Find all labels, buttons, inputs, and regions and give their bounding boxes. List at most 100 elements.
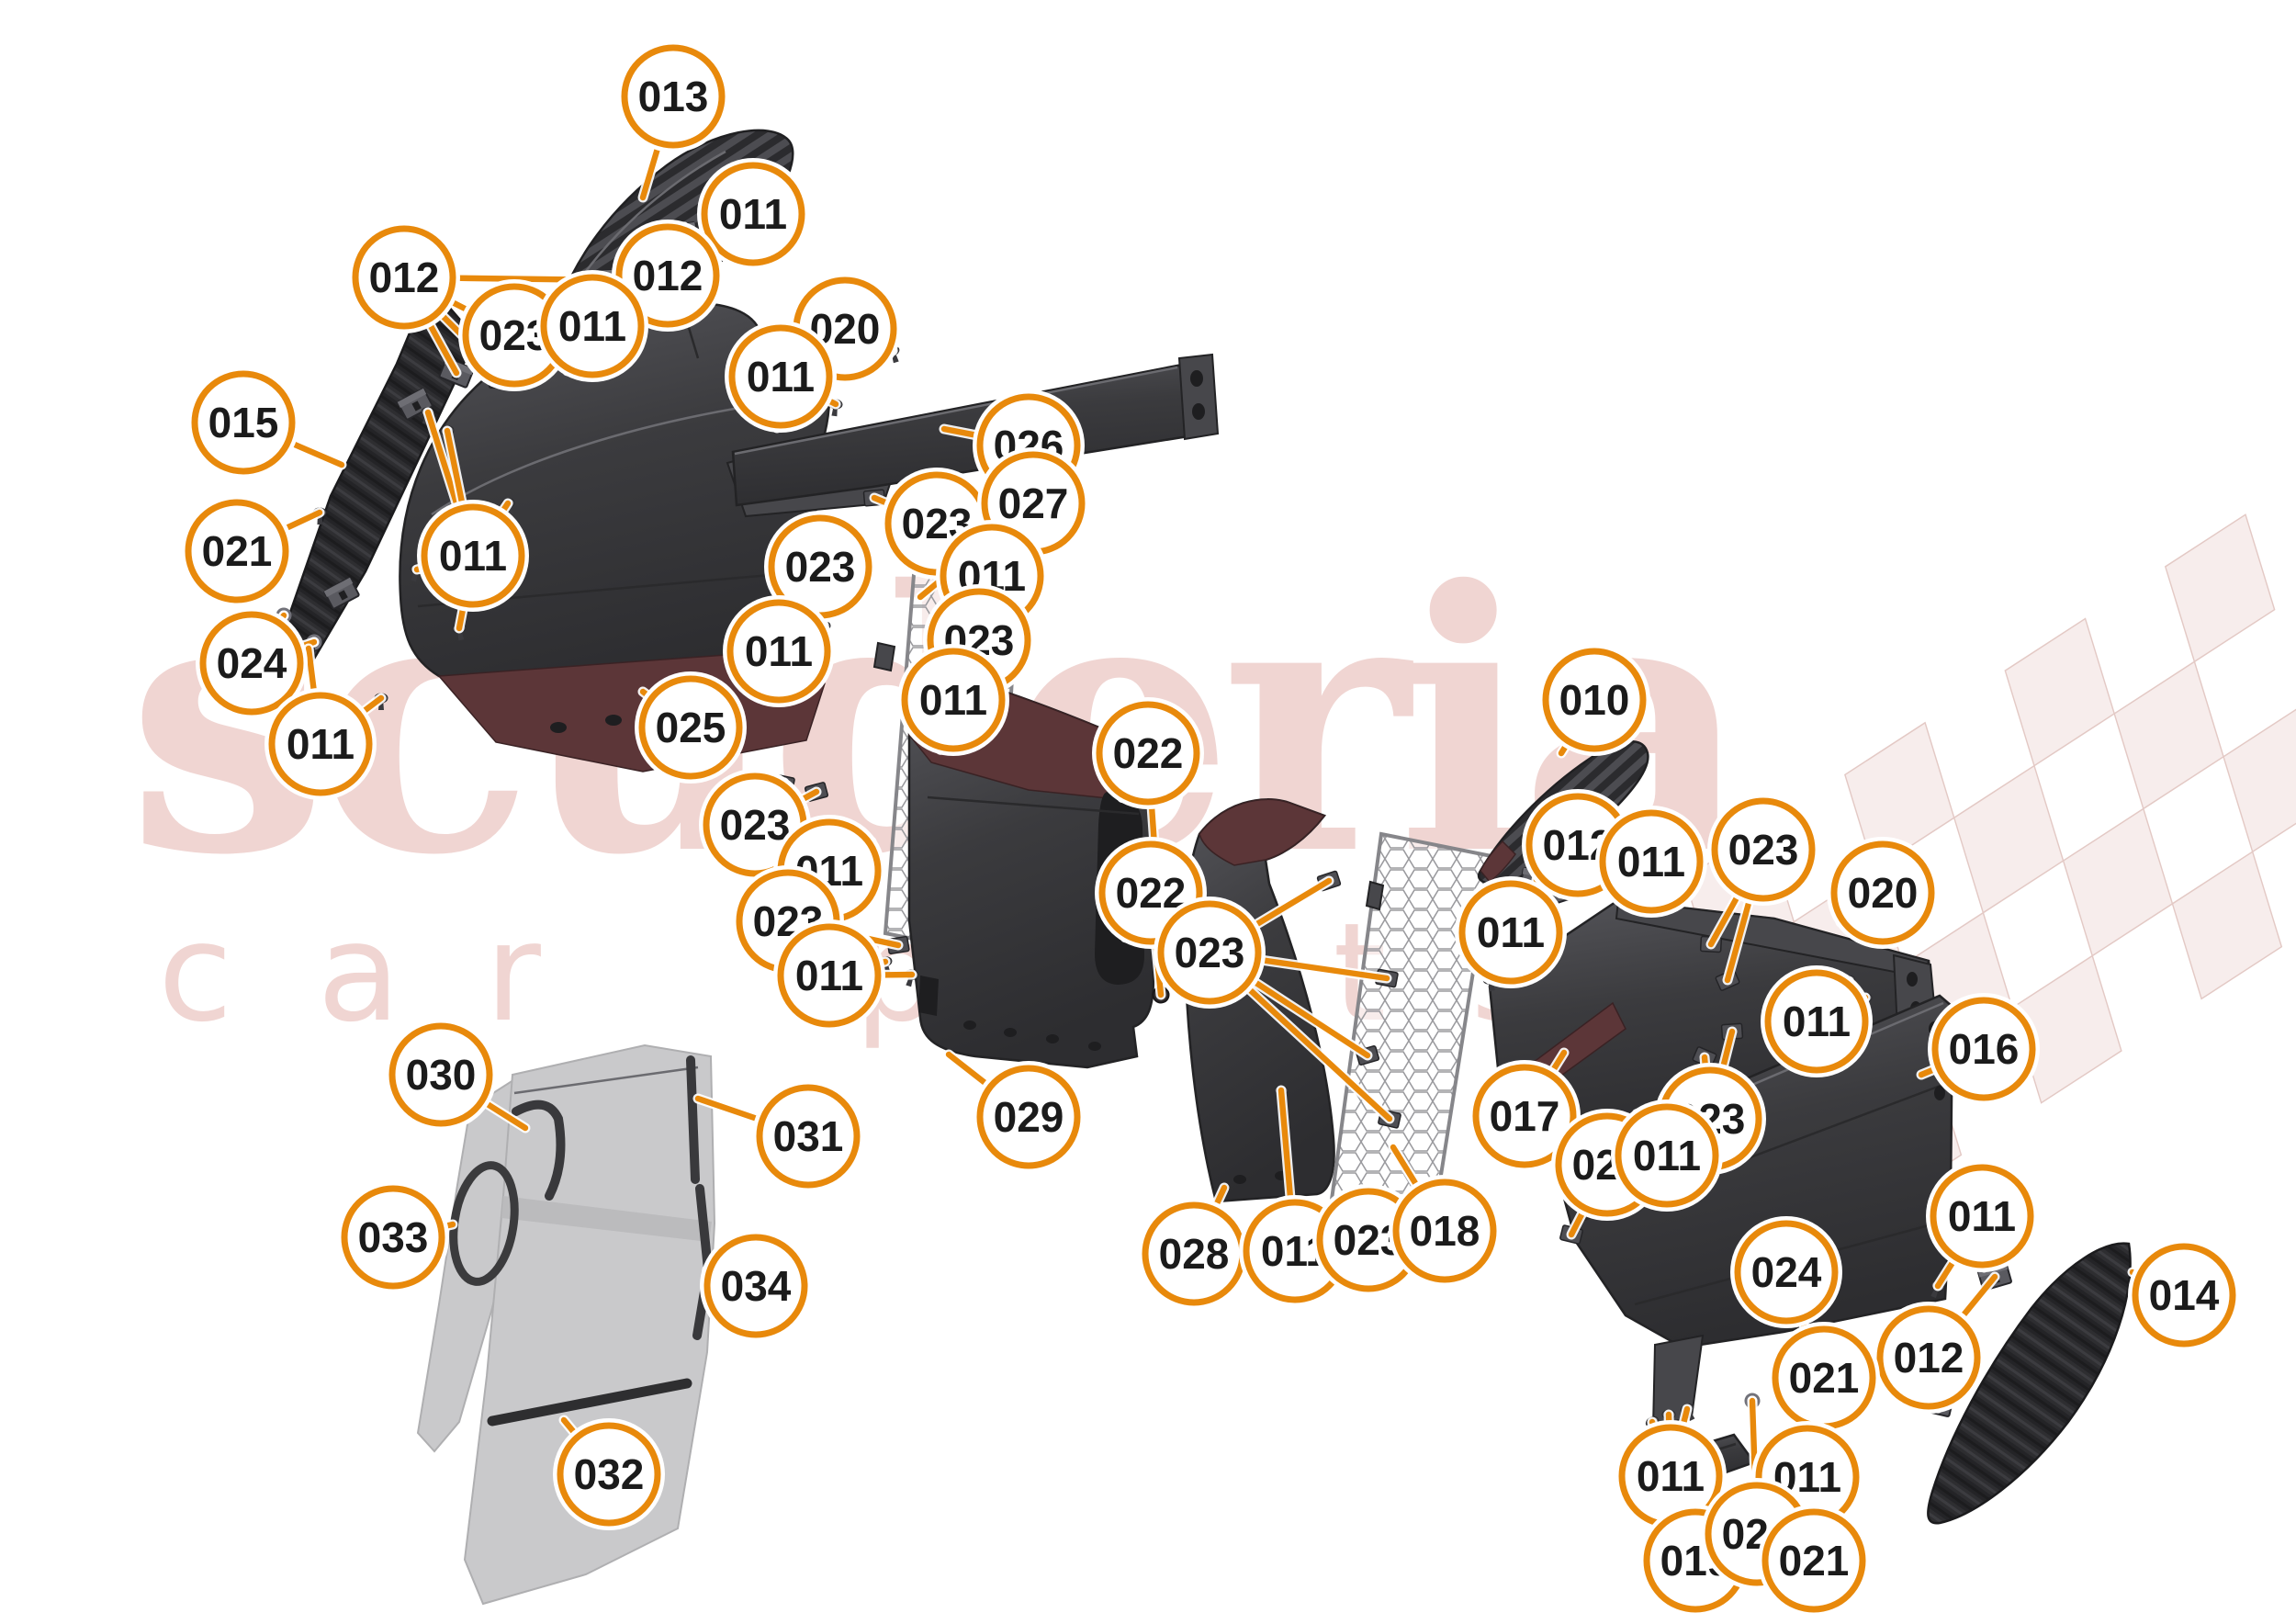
leader-line xyxy=(425,319,460,377)
callout-011: 011 xyxy=(1761,965,1873,1077)
callout-ring xyxy=(1711,797,1816,902)
callout-label: 013 xyxy=(638,73,709,120)
callout-018: 018 xyxy=(1389,1175,1501,1287)
callout-021: 021 xyxy=(1758,1505,1870,1617)
checker-cell xyxy=(2113,660,2224,810)
checker-cell xyxy=(2171,851,2283,1000)
callout-label: 023 xyxy=(1175,929,1245,976)
callout-ring xyxy=(701,162,805,266)
callout-030: 030 xyxy=(385,1019,497,1131)
checker-cell xyxy=(2164,513,2276,663)
callout-ring xyxy=(540,274,645,378)
callout-label: 024 xyxy=(217,639,287,687)
callout-ring xyxy=(1458,880,1563,985)
callout-033: 033 xyxy=(337,1181,449,1293)
leader-line xyxy=(940,425,982,439)
checker-cell xyxy=(1953,764,2065,914)
leader-line xyxy=(280,509,323,533)
callout-011: 011 xyxy=(1455,876,1567,988)
callout-ring xyxy=(1764,969,1869,1074)
checker-cell xyxy=(2062,807,2174,957)
callout-010: 010 xyxy=(1538,644,1650,756)
callout-label: 011 xyxy=(795,952,863,999)
leader-line xyxy=(1244,984,1393,1122)
callout-label: 025 xyxy=(656,704,726,751)
callout-011: 011 xyxy=(1595,806,1707,918)
callout-label: 011 xyxy=(1617,838,1685,885)
callout-ring xyxy=(1876,1305,1981,1410)
callout-label: 011 xyxy=(1783,998,1851,1045)
leader-line xyxy=(287,439,345,468)
callout-025: 025 xyxy=(635,671,747,784)
callout-017: 017 xyxy=(1469,1060,1581,1172)
callout-ring xyxy=(703,1234,808,1338)
part-s030 xyxy=(512,1100,566,1201)
callout-label: 012 xyxy=(1894,1334,1964,1382)
callout-020: 020 xyxy=(1827,837,1939,949)
callout-011: 011 xyxy=(897,644,1009,756)
callout-label: 022 xyxy=(1116,869,1187,917)
callout-012: 012 xyxy=(348,221,460,333)
callout-label: 011 xyxy=(745,627,813,675)
callout-ring xyxy=(1734,1220,1839,1325)
leader-line xyxy=(444,427,466,509)
leader-line xyxy=(945,1051,992,1088)
leader-line xyxy=(1250,877,1333,930)
callout-ring xyxy=(185,499,289,603)
callout-011: 011 xyxy=(417,500,529,612)
callout-ring xyxy=(557,1422,661,1527)
callout-label: 024 xyxy=(1751,1248,1822,1296)
callout-011: 011 xyxy=(1615,1420,1727,1532)
leader-line xyxy=(1724,896,1753,984)
checker-cell xyxy=(2223,703,2296,853)
callout-021: 021 xyxy=(181,495,293,607)
callout-label: 033 xyxy=(358,1213,429,1261)
callout-ring xyxy=(901,648,1006,752)
callout-012: 012 xyxy=(1873,1302,1985,1414)
callout-031: 031 xyxy=(752,1080,864,1192)
callout-023: 023 xyxy=(1707,794,1819,906)
leader-line xyxy=(1249,977,1371,1059)
callout-label: 015 xyxy=(208,399,279,446)
callout-014: 014 xyxy=(2128,1239,2240,1351)
callout-label: 023 xyxy=(1728,826,1799,874)
callout-016: 016 xyxy=(1928,993,2040,1105)
callout-label: 030 xyxy=(406,1051,477,1099)
callout-label: 023 xyxy=(720,801,791,849)
callout-label: 011 xyxy=(919,676,987,724)
leader-line xyxy=(1390,1144,1421,1190)
bracket-icon xyxy=(397,388,433,421)
callout-label: 027 xyxy=(998,479,1069,527)
callout-ring xyxy=(1930,1164,2034,1269)
callout-015: 015 xyxy=(187,367,299,479)
callout-label: 011 xyxy=(747,353,815,400)
callout-label: 011 xyxy=(719,190,787,238)
part-p018 xyxy=(1329,831,1497,1230)
callout-ring xyxy=(1472,1064,1577,1168)
callout-011: 011 xyxy=(1926,1160,2038,1272)
callout-ring xyxy=(1830,840,1935,945)
callout-label: 017 xyxy=(1490,1092,1560,1140)
callout-label: 031 xyxy=(773,1112,844,1160)
callout-021: 021 xyxy=(1768,1322,1880,1434)
callout-label: 018 xyxy=(1410,1207,1480,1255)
checker-cell xyxy=(1844,721,1955,872)
leader-line xyxy=(1277,1087,1294,1203)
callout-ring xyxy=(728,324,833,429)
callout-label: 016 xyxy=(1949,1025,2020,1073)
leader-line xyxy=(1257,956,1390,982)
callout-ring xyxy=(388,1022,493,1127)
callout-label: 022 xyxy=(1113,729,1184,777)
callout-label: 011 xyxy=(439,532,507,580)
callout-ring xyxy=(1542,648,1647,752)
callout-024: 024 xyxy=(1730,1216,1842,1328)
callout-023: 023 xyxy=(1154,897,1266,1009)
callout-034: 034 xyxy=(700,1230,812,1342)
callout-ring xyxy=(268,692,373,796)
callout-ring xyxy=(341,1185,445,1290)
callout-label: 021 xyxy=(202,527,273,575)
leader-line xyxy=(639,142,662,201)
callout-032: 032 xyxy=(553,1418,665,1530)
callout-ring xyxy=(191,370,296,475)
